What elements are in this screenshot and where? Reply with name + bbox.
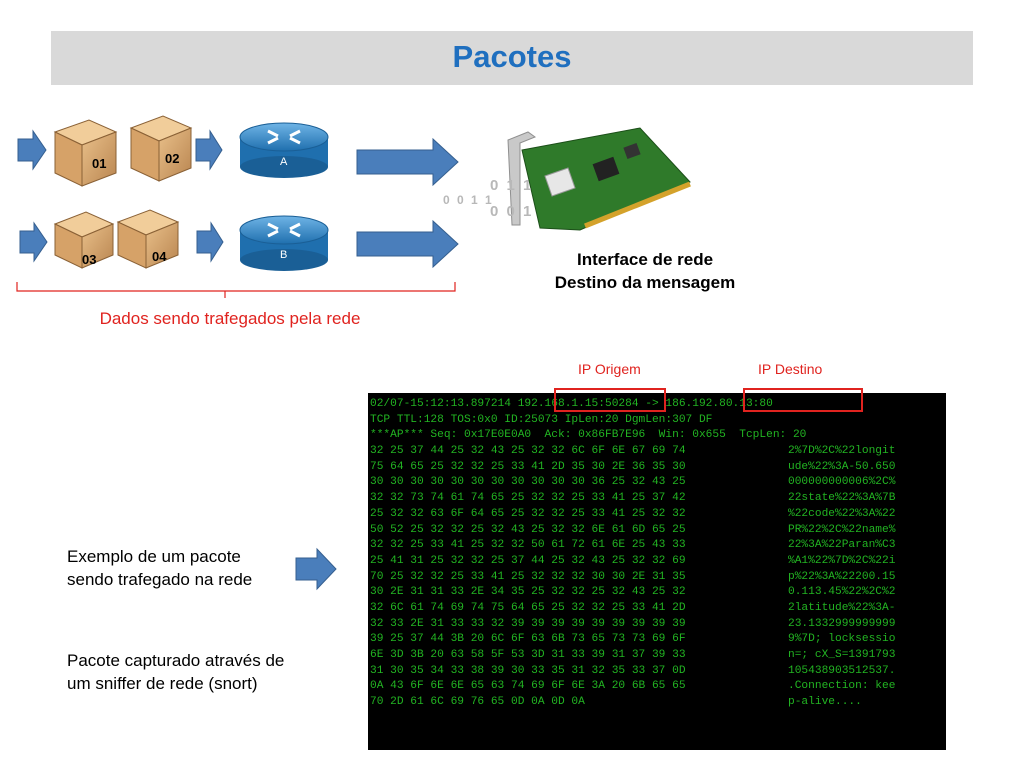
capture-row-ascii: 9%7D; locksessio: [788, 633, 896, 646]
capture-row-ascii: %A1%22%7D%2C%22i: [788, 554, 896, 567]
capture-row-ascii: PR%22%2C%22name%: [788, 523, 896, 536]
ip-destino-highlight: [743, 388, 863, 412]
capture-row-ascii: p-alive....: [788, 696, 862, 709]
capture-row: 30 2E 31 31 33 2E 34 35 25 32 32 25 32 4…: [368, 585, 946, 601]
capture-row-ascii: 2%7D%2C%22longit: [788, 445, 896, 458]
arrow-to-nic-row1: [356, 137, 459, 187]
package-icon: [53, 211, 115, 269]
capture-row-hex: 32 33 2E 31 33 33 32 39 39 39 39 39 39 3…: [370, 617, 686, 630]
capture-row-hex: 30 30 30 30 30 30 30 30 30 30 30 36 25 3…: [370, 476, 686, 489]
capture-row: 32 32 25 33 41 25 32 32 50 61 72 61 6E 2…: [368, 538, 946, 554]
desc-capture: Pacote capturado através de um sniffer d…: [67, 649, 284, 695]
capture-row: 30 30 30 30 30 30 30 30 30 30 30 36 25 3…: [368, 475, 946, 491]
router-a-label: A: [280, 156, 288, 168]
capture-header-line: 02/07-15:12:13.897214 192.168.1.15:50284…: [370, 398, 773, 410]
capture-row-ascii: %22code%22%3A%22: [788, 507, 896, 520]
capture-row-ascii: 23.1332999999999: [788, 617, 896, 630]
package-icon: [129, 115, 193, 182]
capture-row: 70 25 32 32 25 33 41 25 32 32 32 30 30 2…: [368, 570, 946, 586]
capture-row-hex: 0A 43 6F 6E 6E 65 63 74 69 6F 6E 3A 20 6…: [370, 680, 686, 693]
arrow-to-router-b: [196, 221, 224, 263]
capture-row-ascii: 000000000006%2C%: [788, 476, 896, 489]
capture-row: 32 32 73 74 61 74 65 25 32 32 25 33 41 2…: [368, 491, 946, 507]
arrow-to-nic-row2: [356, 219, 459, 269]
bits-left: 0 0 1 1: [443, 193, 494, 207]
brace: [16, 282, 456, 298]
capture-row-ascii: 22state%22%3A%7B: [788, 492, 896, 505]
package-label-1: 01: [92, 156, 106, 171]
arrow-to-capture: [295, 547, 337, 591]
capture-row-ascii: ude%22%3A-50.650: [788, 460, 896, 473]
capture-row-ascii: 105438903512537.: [788, 664, 896, 677]
capture-row-hex: 32 25 37 44 25 32 43 25 32 32 6C 6F 6E 6…: [370, 445, 686, 458]
title-bar: Pacotes: [51, 31, 973, 85]
package-icon: [116, 209, 180, 269]
capture-row-hex: 50 52 25 32 32 25 32 43 25 32 32 6E 61 6…: [370, 523, 686, 536]
bits-top: 0 1 1: [490, 177, 534, 194]
capture-row-ascii: 22%3A%22Paran%C3: [788, 539, 896, 552]
capture-row: 75 64 65 25 32 32 25 33 41 2D 35 30 2E 3…: [368, 460, 946, 476]
capture-row: 32 33 2E 31 33 33 32 39 39 39 39 39 39 3…: [368, 617, 946, 633]
arrow-in-row2: [19, 221, 48, 263]
capture-row: 32 6C 61 74 69 74 75 64 65 25 32 32 25 3…: [368, 601, 946, 617]
nic-caption: Interface de rede Destino da mensagem: [520, 248, 770, 294]
ip-origem-label: IP Origem: [578, 361, 641, 377]
capture-row-ascii: n=; cX_S=1391793: [788, 649, 896, 661]
desc-example: Exemplo de um pacote sendo trafegado na …: [67, 545, 252, 591]
desc-example-line1: Exemplo de um pacote: [67, 547, 241, 566]
capture-row-hex: 31 30 35 34 33 38 39 30 33 35 31 32 35 3…: [370, 664, 686, 677]
router-b-label: B: [280, 249, 287, 261]
package-icon: [53, 119, 118, 187]
capture-row-hex: 30 2E 31 31 33 2E 34 35 25 32 32 25 32 4…: [370, 586, 686, 599]
capture-row: 31 30 35 34 33 38 39 30 33 35 31 32 35 3…: [368, 664, 946, 680]
package-label-3: 03: [82, 252, 96, 267]
capture-row: 0A 43 6F 6E 6E 65 63 74 69 6F 6E 3A 20 6…: [368, 679, 946, 695]
router-a-icon: [239, 122, 329, 178]
arrow-to-router-a: [195, 129, 223, 171]
network-card-icon: [507, 127, 691, 231]
capture-row: 50 52 25 32 32 25 32 43 25 32 32 6E 61 6…: [368, 523, 946, 539]
nic-caption-line1: Interface de rede: [576, 250, 714, 269]
capture-row: 25 41 31 25 32 32 25 37 44 25 32 43 25 3…: [368, 554, 946, 570]
capture-header-line: TCP TTL:128 TOS:0x0 ID:25073 IpLen:20 Dg…: [370, 413, 713, 426]
capture-row-hex: 25 32 32 63 6F 64 65 25 32 32 25 33 41 2…: [370, 507, 686, 520]
capture-row-ascii: p%22%3A%22200.15: [788, 570, 896, 583]
bits-bottom: 0 0 1: [490, 203, 534, 220]
capture-row: 70 2D 61 6C 69 76 65 0D 0A 0D 0A p-alive.…: [368, 695, 946, 711]
capture-row-ascii: 2latitude%22%3A-: [788, 601, 896, 614]
capture-row-ascii: 0.113.45%22%2C%2: [788, 586, 896, 599]
desc-example-line2: sendo trafegado na rede: [67, 570, 253, 589]
brace-label: Dados sendo trafegados pela rede: [99, 309, 361, 328]
capture-row-hex: 70 2D 61 6C 69 76 65 0D 0A 0D 0A: [370, 696, 585, 709]
desc-capture-line2: um sniffer de rede (snort): [67, 674, 258, 693]
capture-row-hex: 6E 3D 3B 20 63 58 5F 53 3D 31 33 39 31 3…: [370, 649, 686, 661]
capture-row-hex: 32 32 73 74 61 74 65 25 32 32 25 33 41 2…: [370, 492, 686, 505]
desc-capture-line1: Pacote capturado através de: [67, 651, 285, 670]
ip-destino-label: IP Destino: [758, 361, 823, 377]
capture-row-hex: 70 25 32 32 25 33 41 25 32 32 32 30 30 2…: [370, 570, 686, 583]
capture-header-line: ***AP*** Seq: 0x17E0E0A0 Ack: 0x86FB7E96…: [370, 429, 807, 442]
slide-title: Pacotes: [452, 39, 572, 74]
package-label-2: 02: [165, 151, 179, 166]
capture-row-hex: 32 32 25 33 41 25 32 32 50 61 72 61 6E 2…: [370, 539, 686, 552]
capture-row-ascii: .Connection: kee: [788, 680, 896, 693]
capture-rows: 32 25 37 44 25 32 43 25 32 32 6C 6F 6E 6…: [368, 444, 946, 711]
packet-capture-terminal: 02/07-15:12:13.897214 192.168.1.15:50284…: [368, 393, 946, 750]
capture-row: 6E 3D 3B 20 63 58 5F 53 3D 31 33 39 31 3…: [368, 648, 946, 664]
capture-row: 32 25 37 44 25 32 43 25 32 32 6C 6F 6E 6…: [368, 444, 946, 460]
capture-row: 39 25 37 44 3B 20 6C 6F 63 6B 73 65 73 7…: [368, 632, 946, 648]
capture-row: 25 32 32 63 6F 64 65 25 32 32 25 33 41 2…: [368, 507, 946, 523]
capture-row-hex: 75 64 65 25 32 32 25 33 41 2D 35 30 2E 3…: [370, 460, 686, 473]
ip-origem-highlight: [554, 388, 666, 412]
capture-row-hex: 32 6C 61 74 69 74 75 64 65 25 32 32 25 3…: [370, 601, 686, 614]
arrow-in-row1: [17, 129, 47, 171]
capture-row-hex: 39 25 37 44 3B 20 6C 6F 63 6B 73 65 73 7…: [370, 633, 686, 646]
router-b-icon: [239, 215, 329, 271]
capture-row-hex: 25 41 31 25 32 32 25 37 44 25 32 43 25 3…: [370, 554, 686, 567]
nic-caption-line2: Destino da mensagem: [554, 273, 736, 292]
package-label-4: 04: [152, 249, 167, 264]
